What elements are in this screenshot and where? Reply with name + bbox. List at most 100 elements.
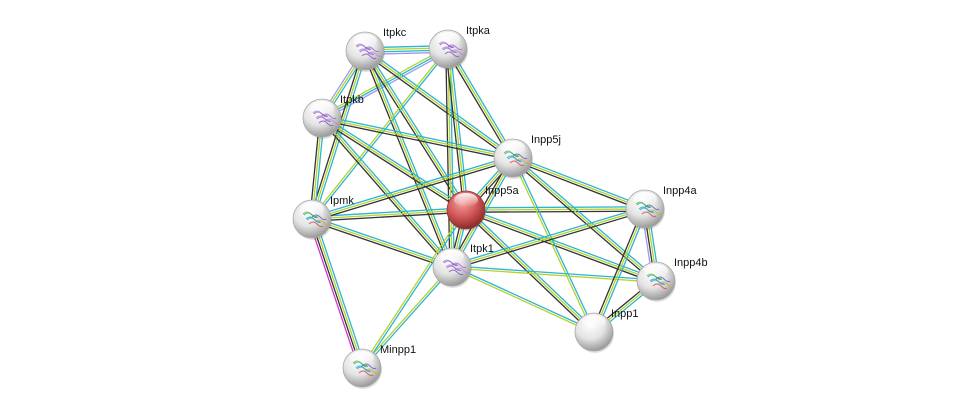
- node-label: Minpp1: [380, 344, 416, 356]
- edge-strand-coexpression: [465, 211, 656, 284]
- protein-structure-icon: [515, 158, 531, 165]
- edge-inpp5j-inpp4b[interactable]: [511, 155, 658, 284]
- edge-strand-database: [513, 155, 647, 208]
- edge-strand-textmining: [512, 157, 646, 210]
- protein-structure-icon: [359, 49, 375, 56]
- edge-itpkb-inpp5a[interactable]: [320, 115, 468, 213]
- node-label: Inpp1: [611, 308, 639, 320]
- node-label: Inpp5j: [531, 134, 561, 146]
- edge-strand-database: [323, 116, 455, 266]
- edge-itpk1-minpp1[interactable]: [360, 265, 454, 370]
- node-itpka[interactable]: Itpka: [428, 25, 491, 70]
- edge-strand-database: [513, 157, 596, 332]
- edge-itpka-ipmk[interactable]: [310, 47, 450, 221]
- edge-itpka-inpp5a[interactable]: [445, 48, 469, 211]
- edge-itpk1-inpp4b[interactable]: [451, 265, 657, 283]
- edge-itpka-inpp5j[interactable]: [445, 47, 516, 160]
- node-inpp4b[interactable]: Inpp4b: [636, 257, 708, 302]
- edge-ipmk-inpp5j[interactable]: [311, 155, 514, 222]
- edge-itpk1-inpp4a[interactable]: [451, 206, 646, 270]
- edge-strand-textmining: [360, 265, 452, 368]
- edge-itpkc-inpp5j[interactable]: [363, 48, 515, 161]
- protein-structure-icon: [652, 283, 668, 290]
- protein-structure-icon: [454, 267, 470, 274]
- protein-structure-icon: [306, 217, 322, 224]
- protein-structure-icon: [358, 370, 374, 377]
- node-ipmk[interactable]: Ipmk: [292, 195, 354, 240]
- edge-itpkb-inpp5j[interactable]: [321, 115, 514, 161]
- edge-strand-coexpression: [511, 159, 655, 284]
- node-inpp5j[interactable]: Inpp5j: [493, 134, 561, 179]
- node-inpp4a[interactable]: Inpp4a: [625, 185, 698, 230]
- protein-structure-icon: [314, 219, 330, 226]
- edge-strand-textmining: [311, 50, 366, 220]
- node-highlight: [582, 315, 606, 329]
- protein-structure-icon: [356, 366, 372, 373]
- edge-strand-coexpression: [464, 211, 593, 335]
- node-highlight: [440, 250, 464, 264]
- edge-strand-textmining: [447, 48, 467, 211]
- protein-structure-icon: [450, 49, 466, 56]
- node-itpk1[interactable]: Itpk1: [432, 243, 494, 288]
- edge-ipmk-itpk1[interactable]: [311, 216, 453, 270]
- edge-strand-coexpression: [311, 220, 452, 270]
- edge-strand-textmining: [364, 50, 514, 159]
- edge-strand-database: [314, 217, 366, 368]
- edge-strand-textmining: [364, 50, 467, 211]
- edge-strand-database: [366, 49, 455, 267]
- edge-ipmk-inpp5a[interactable]: [311, 207, 467, 222]
- edge-strand-database: [322, 115, 514, 157]
- edge-strand-coexpression: [363, 52, 513, 161]
- node-label: Itpkb: [340, 94, 364, 106]
- edge-inpp5a-inpp4b[interactable]: [465, 207, 657, 284]
- edge-inpp5a-minpp1[interactable]: [360, 209, 468, 369]
- edge-strand-database: [465, 206, 645, 209]
- protein-structure-icon: [367, 51, 383, 58]
- protein-structure-icon: [658, 281, 674, 288]
- edge-strand-database: [312, 216, 453, 266]
- edge-itpk1-inpp1[interactable]: [451, 265, 595, 334]
- edge-strand-textmining: [512, 157, 657, 282]
- edge-strand-coexpression: [591, 207, 644, 332]
- edge-strand-database: [362, 267, 454, 370]
- edge-strand-textmining: [593, 208, 646, 333]
- node-highlight: [436, 32, 460, 46]
- node-minpp1[interactable]: Minpp1: [342, 344, 416, 389]
- edge-strand-coexpression: [362, 51, 451, 269]
- edge-strand-textmining: [310, 47, 448, 219]
- edge-inpp5j-inpp1[interactable]: [511, 157, 596, 333]
- edge-strand-textmining: [511, 158, 594, 333]
- edge-strand-database: [452, 265, 657, 281]
- edge-strand-database: [322, 115, 468, 209]
- edge-inpp5a-inpp4a[interactable]: [465, 206, 646, 213]
- edge-strand-textmining: [321, 117, 467, 211]
- edge-strand-textmining: [447, 48, 514, 159]
- edge-strand-database: [595, 209, 648, 334]
- edge-strand-database: [311, 207, 466, 218]
- node-highlight: [310, 101, 334, 115]
- node-inpp5a[interactable]: Inpp5a: [446, 185, 520, 231]
- edge-strand-coexpression: [362, 51, 465, 212]
- edge-inpp5j-inpp4a[interactable]: [511, 155, 647, 212]
- protein-structure-icon: [444, 51, 460, 58]
- edge-inpp4a-inpp1[interactable]: [591, 207, 648, 334]
- edge-strand-coexpression: [320, 119, 466, 213]
- edge-strand-coexpression: [312, 159, 514, 222]
- edge-strand-coexpression: [445, 49, 512, 160]
- edge-strand-textmining: [451, 267, 656, 283]
- edge-strand-textmining: [311, 209, 467, 220]
- edge-itpkc-itpk1[interactable]: [362, 49, 455, 269]
- node-highlight: [501, 141, 525, 155]
- edge-ipmk-minpp1[interactable]: [308, 217, 366, 370]
- protein-structure-icon: [509, 160, 525, 167]
- node-itpkc[interactable]: Itpkc: [345, 27, 407, 72]
- edge-strand-textmining: [312, 218, 364, 368]
- node-highlight: [300, 202, 324, 216]
- edge-strand-database: [452, 265, 595, 332]
- edge-strand-textmining: [311, 157, 514, 220]
- node-itpkb[interactable]: Itpkb: [302, 94, 364, 139]
- edge-strand-textmining: [311, 218, 453, 268]
- node-inpp1[interactable]: Inpp1: [574, 308, 639, 353]
- node-label: Inpp4a: [663, 185, 698, 197]
